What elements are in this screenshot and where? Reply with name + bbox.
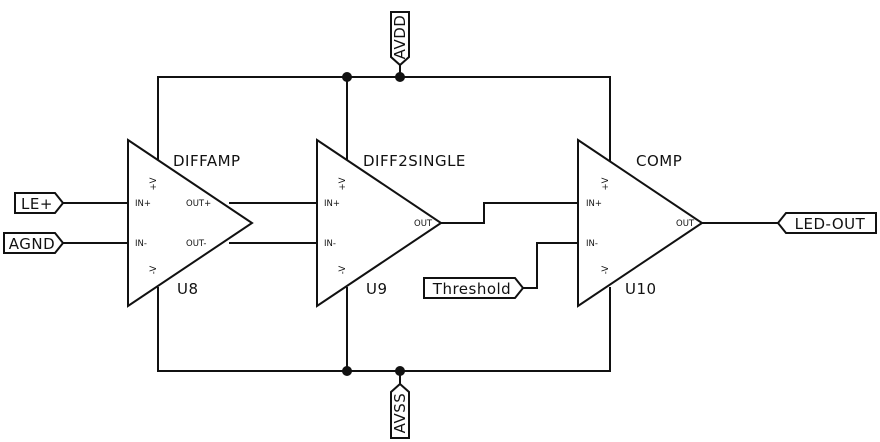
net-flag-shape	[390, 11, 410, 67]
pin-in-minus-label: IN-	[135, 239, 147, 249]
junction-dot	[395, 366, 405, 376]
net-label-le-plus[interactable]: LE+	[14, 192, 65, 214]
pin-in-minus-label: IN-	[586, 239, 598, 249]
amplifier-ref: U10	[625, 280, 657, 298]
net-label-text: LED-OUT	[795, 215, 866, 233]
junction-dot	[342, 366, 352, 376]
amplifier-u8-diffamp: DIFFAMP U8 +V -V IN+ IN- OUT+ OUT-	[127, 138, 254, 308]
pin-in-plus-label: IN+	[135, 199, 151, 209]
pin-out-plus-label: OUT+	[186, 199, 211, 209]
pin-in-plus-label: IN+	[324, 199, 340, 209]
pin-out-minus-label: OUT-	[186, 239, 206, 249]
amplifier-name: DIFFAMP	[173, 152, 241, 170]
pin-in-plus-label: IN+	[586, 199, 602, 209]
amplifier-name: COMP	[636, 152, 682, 170]
avss-rail	[157, 287, 611, 385]
net-label-text: AGND	[9, 235, 55, 253]
amplifier-triangle	[316, 138, 443, 308]
signal-wires	[62, 202, 779, 289]
net-label-agnd[interactable]: AGND	[3, 232, 65, 254]
junction-dot	[395, 72, 405, 82]
pin-vminus-label: -V	[338, 266, 348, 275]
pin-vplus-label: +V	[601, 177, 611, 190]
amplifier-name: DIFF2SINGLE	[363, 152, 466, 170]
net-flag-shape	[423, 277, 525, 299]
net-label-threshold[interactable]: Threshold	[423, 277, 525, 299]
amplifier-u9-diff2single: DIFF2SINGLE U9 +V -V IN+ IN- OUT	[316, 138, 466, 308]
net-flag-shape	[776, 212, 877, 234]
net-label-text: AVSS	[391, 393, 409, 434]
amplifier-triangle	[127, 138, 254, 308]
junction-dot	[342, 72, 352, 82]
net-label-text: LE+	[21, 195, 53, 213]
net-flag-shape	[390, 382, 410, 439]
pin-in-minus-label: IN-	[324, 239, 336, 249]
avdd-rail	[157, 64, 611, 164]
net-label-text: AVDD	[391, 15, 409, 60]
pin-vminus-label: -V	[601, 266, 611, 275]
net-label-avdd[interactable]: AVDD	[390, 11, 410, 67]
pin-out-label: OUT	[676, 219, 695, 229]
pin-vplus-label: +V	[149, 177, 159, 190]
pin-vminus-label: -V	[149, 266, 159, 275]
pin-vplus-label: +V	[338, 177, 348, 190]
amplifier-ref: U9	[366, 280, 388, 298]
amplifier-u10-comp: COMP U10 +V -V IN+ IN- OUT	[577, 138, 704, 308]
amplifier-ref: U8	[177, 280, 199, 298]
net-label-text: Threshold	[432, 280, 511, 298]
net-flag-shape	[3, 232, 65, 254]
pin-out-label: OUT	[414, 219, 433, 229]
net-flag-shape	[14, 192, 65, 214]
net-label-avss[interactable]: AVSS	[390, 382, 410, 439]
amplifier-triangle	[577, 138, 704, 308]
net-label-led-out[interactable]: LED-OUT	[776, 212, 877, 234]
